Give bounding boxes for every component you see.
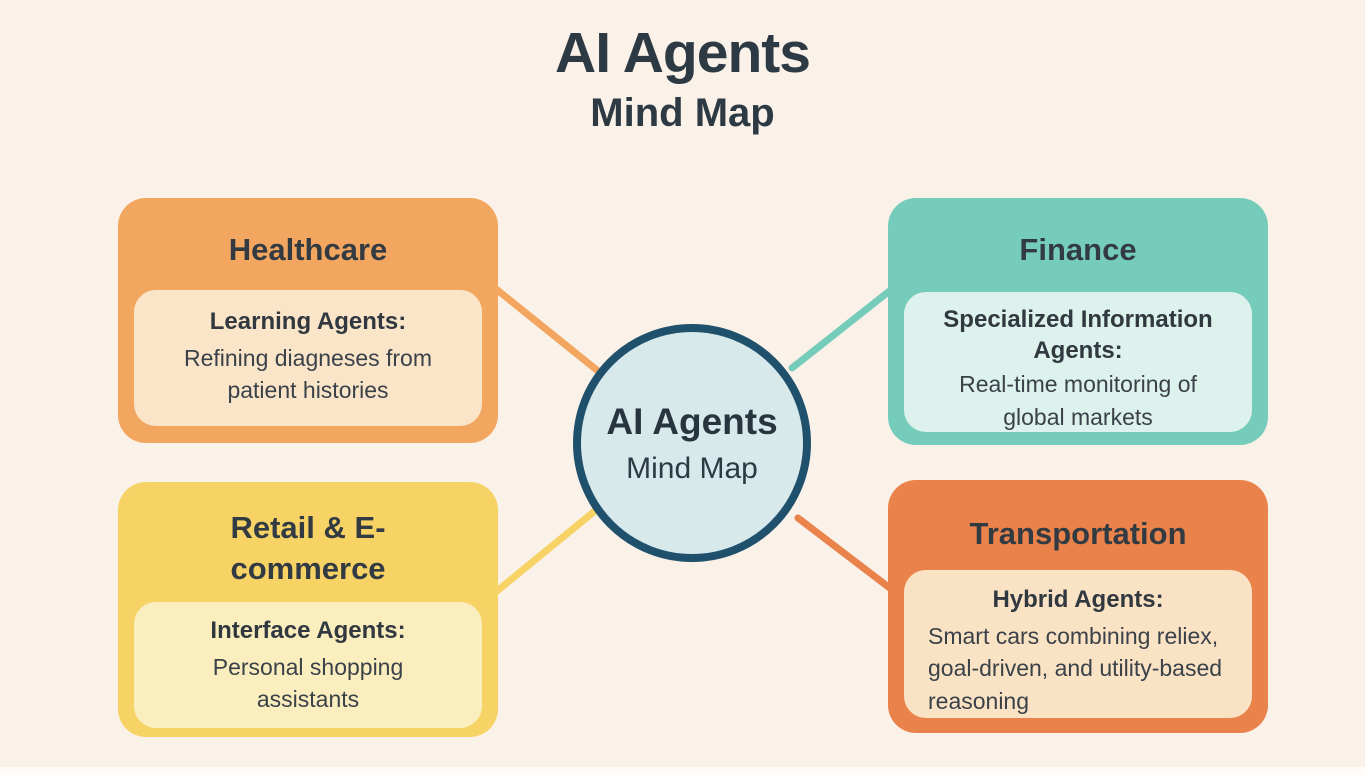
branch-retail-title: Retail & E-commerce — [230, 510, 386, 586]
branch-finance: Finance Specialized Information Agents: … — [888, 198, 1268, 445]
branch-transportation-card: Hybrid Agents: Smart cars combining reli… — [904, 570, 1252, 718]
page-header: AI Agents Mind Map — [0, 22, 1365, 136]
connector-transportation — [794, 514, 899, 596]
connector-retail — [493, 506, 600, 595]
branch-finance-title: Finance — [1019, 232, 1137, 267]
branch-healthcare-agent-type: Learning Agents: — [209, 308, 407, 335]
branch-transportation-title: Transportation — [969, 516, 1187, 551]
branch-healthcare: Healthcare Learning Agents: Refining dia… — [118, 198, 498, 443]
branch-retail-card: Interface Agents: Personal shopping assi… — [134, 602, 482, 728]
branch-retail-agent-type: Interface Agents: — [210, 617, 406, 644]
center-node-title: AI Agents — [606, 400, 778, 442]
bottom-strip — [0, 767, 1365, 774]
page-title: AI Agents — [555, 21, 811, 85]
branch-retail-ecommerce: Retail & E-commerce Interface Agents: Pe… — [118, 482, 498, 737]
branch-transportation-description: Smart cars combining reliex, goal-driven… — [928, 623, 1223, 714]
branch-finance-description: Real-time monitoring of global markets — [959, 371, 1197, 430]
connector-finance — [788, 285, 896, 372]
branch-finance-agent-type: Specialized Information Agents: — [943, 306, 1213, 365]
branch-transportation: Transportation Hybrid Agents: Smart cars… — [888, 480, 1268, 733]
branch-healthcare-title: Healthcare — [228, 232, 388, 267]
branch-retail-description: Personal shopping assistants — [212, 654, 404, 713]
branch-transportation-agent-type: Hybrid Agents: — [992, 586, 1164, 613]
center-node-subtitle: Mind Map — [626, 452, 758, 486]
branch-healthcare-card: Learning Agents: Refining diagneses from… — [134, 290, 482, 426]
page-subtitle: Mind Map — [590, 90, 775, 135]
center-node: AI Agents Mind Map — [573, 324, 811, 562]
connector-healthcare — [492, 285, 612, 383]
branch-healthcare-description: Refining diagneses from patient historie… — [183, 345, 433, 404]
branch-finance-card: Specialized Information Agents: Real-tim… — [904, 292, 1252, 432]
